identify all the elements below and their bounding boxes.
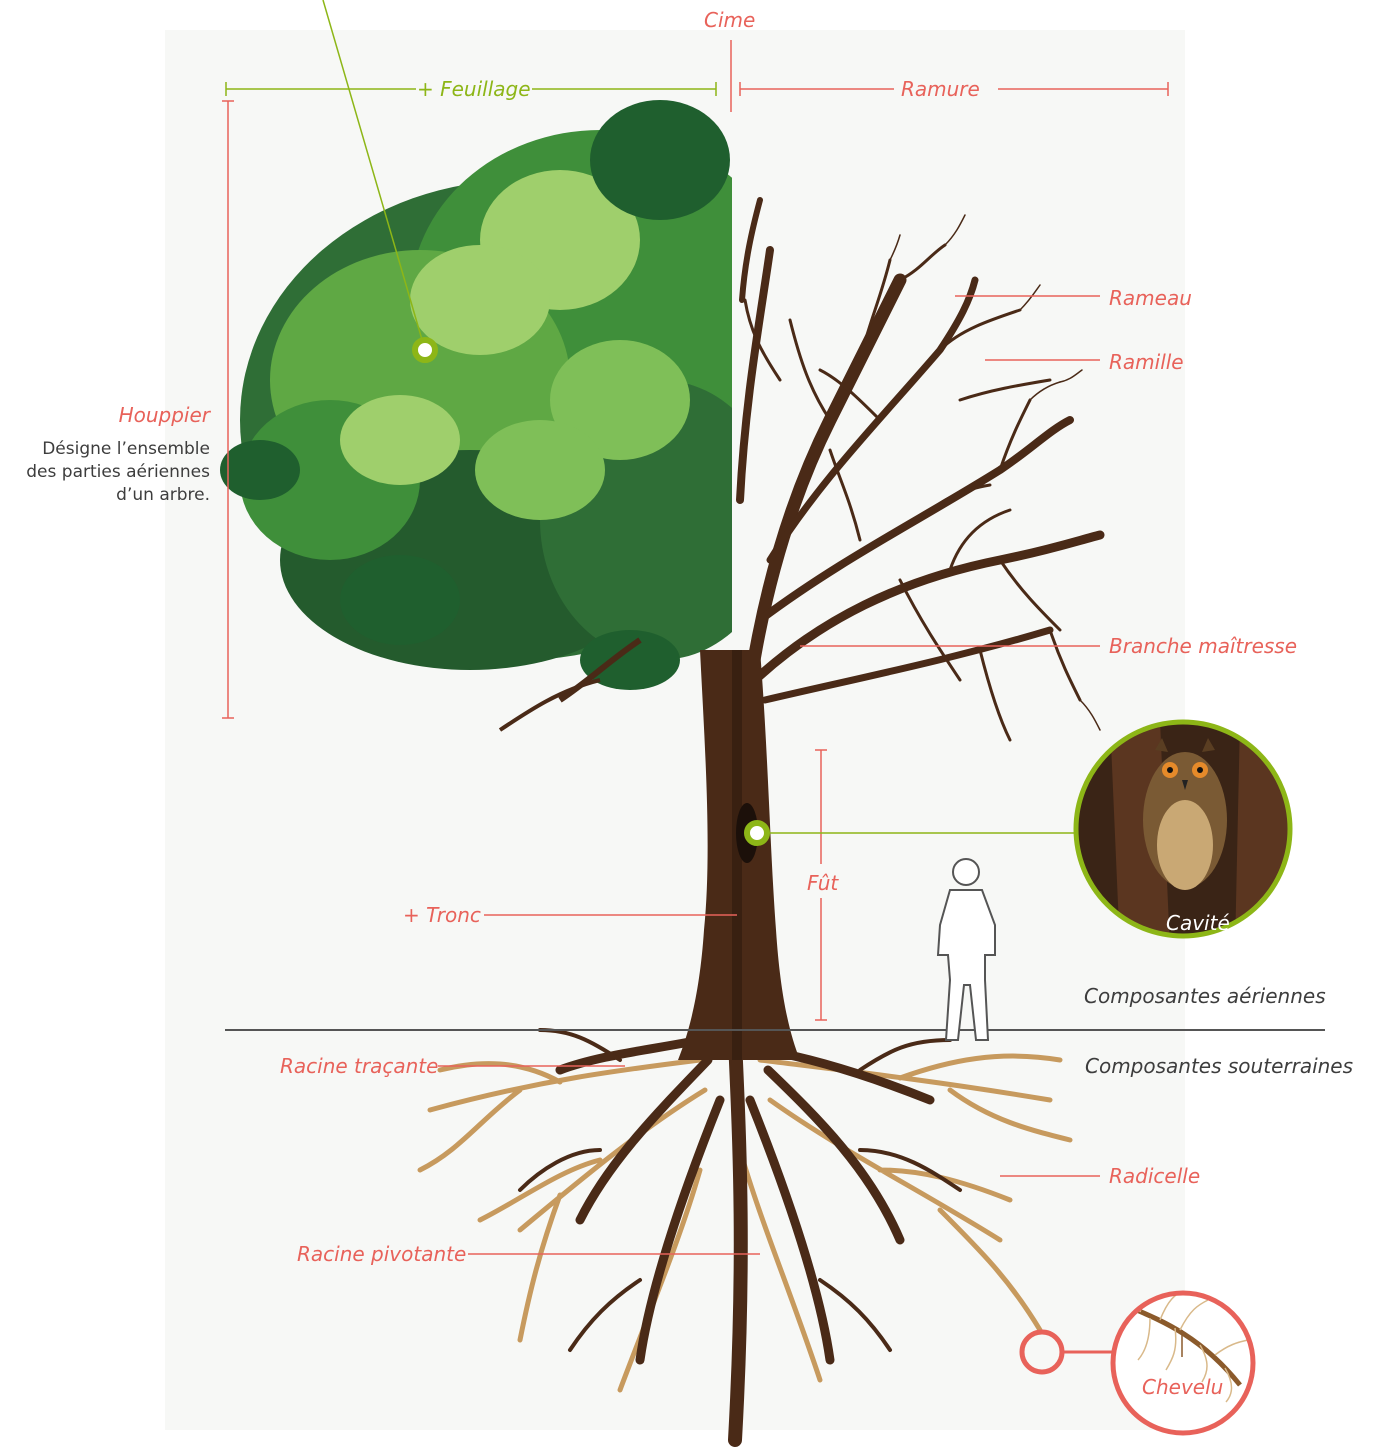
label-composantes-aeriennes: Composantes aériennes [1084, 984, 1326, 1008]
feuillage-marker [415, 340, 435, 360]
cavite-marker [747, 823, 767, 843]
label-radicelle: Radicelle [1109, 1164, 1200, 1188]
label-houppier: Houppier [119, 403, 210, 427]
label-ramille: Ramille [1109, 350, 1184, 374]
label-chevelu: Chevelu [1142, 1375, 1223, 1399]
label-tronc: + Tronc [403, 903, 481, 927]
houppier-description: Désigne l’ensemble des parties aériennes… [26, 438, 210, 507]
label-branche-maitresse: Branche maîtresse [1109, 634, 1297, 658]
label-fut: Fût [807, 871, 838, 895]
label-cime: Cime [704, 8, 755, 32]
label-cavite: Cavité [1166, 911, 1230, 935]
label-composantes-souterraines: Composantes souterraines [1085, 1054, 1353, 1078]
label-racine-tracante: Racine traçante [280, 1054, 438, 1078]
label-rameau: Rameau [1109, 286, 1192, 310]
label-feuillage: + Feuillage [417, 77, 531, 101]
houppier-desc-line-2: des parties aériennes [26, 461, 210, 484]
label-racine-pivotante: Racine pivotante [297, 1242, 466, 1266]
houppier-desc-line-1: Désigne l’ensemble [26, 438, 210, 461]
houppier-desc-line-3: d’un arbre. [26, 484, 210, 507]
label-ramure: Ramure [901, 77, 980, 101]
